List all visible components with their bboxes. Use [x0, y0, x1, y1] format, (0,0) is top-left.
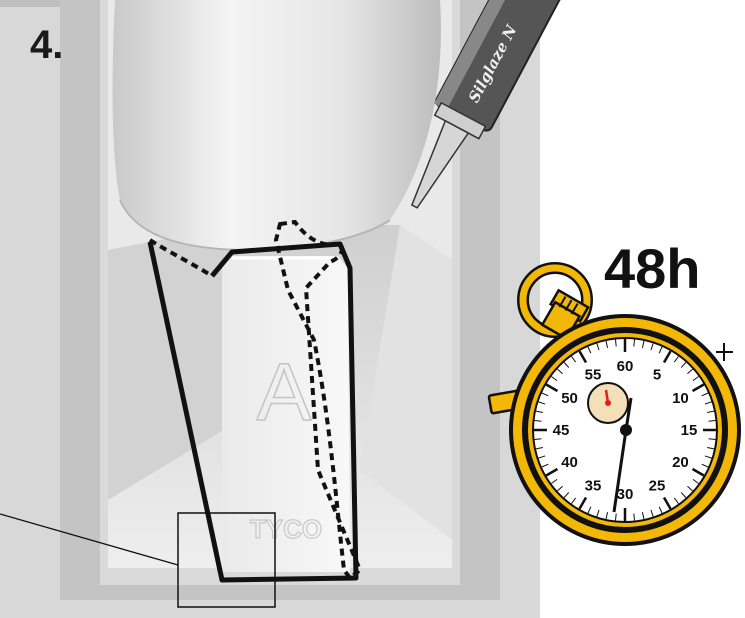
sparkle-icon [716, 343, 733, 361]
part-logo-text: TYCO [250, 514, 322, 544]
dial-number: 25 [649, 477, 666, 494]
part-block: A TYCO [222, 256, 350, 572]
dial-number: 5 [653, 367, 661, 384]
dial-number: 10 [672, 390, 689, 407]
dial-number: 40 [561, 454, 578, 471]
dial-number: 15 [681, 422, 698, 439]
dial-number: 50 [561, 390, 578, 407]
dial-number: 30 [617, 486, 634, 503]
part-marking-text: A [257, 347, 312, 438]
step-label: 4. [30, 23, 63, 67]
pipe-body [113, 0, 441, 250]
dial-number: 45 [553, 422, 570, 439]
dial-number: 35 [585, 477, 602, 494]
dial-number: 20 [672, 454, 689, 471]
dial-number: 60 [617, 358, 634, 375]
dial-number: 55 [585, 367, 602, 384]
cure-duration-label: 48h [604, 237, 701, 300]
